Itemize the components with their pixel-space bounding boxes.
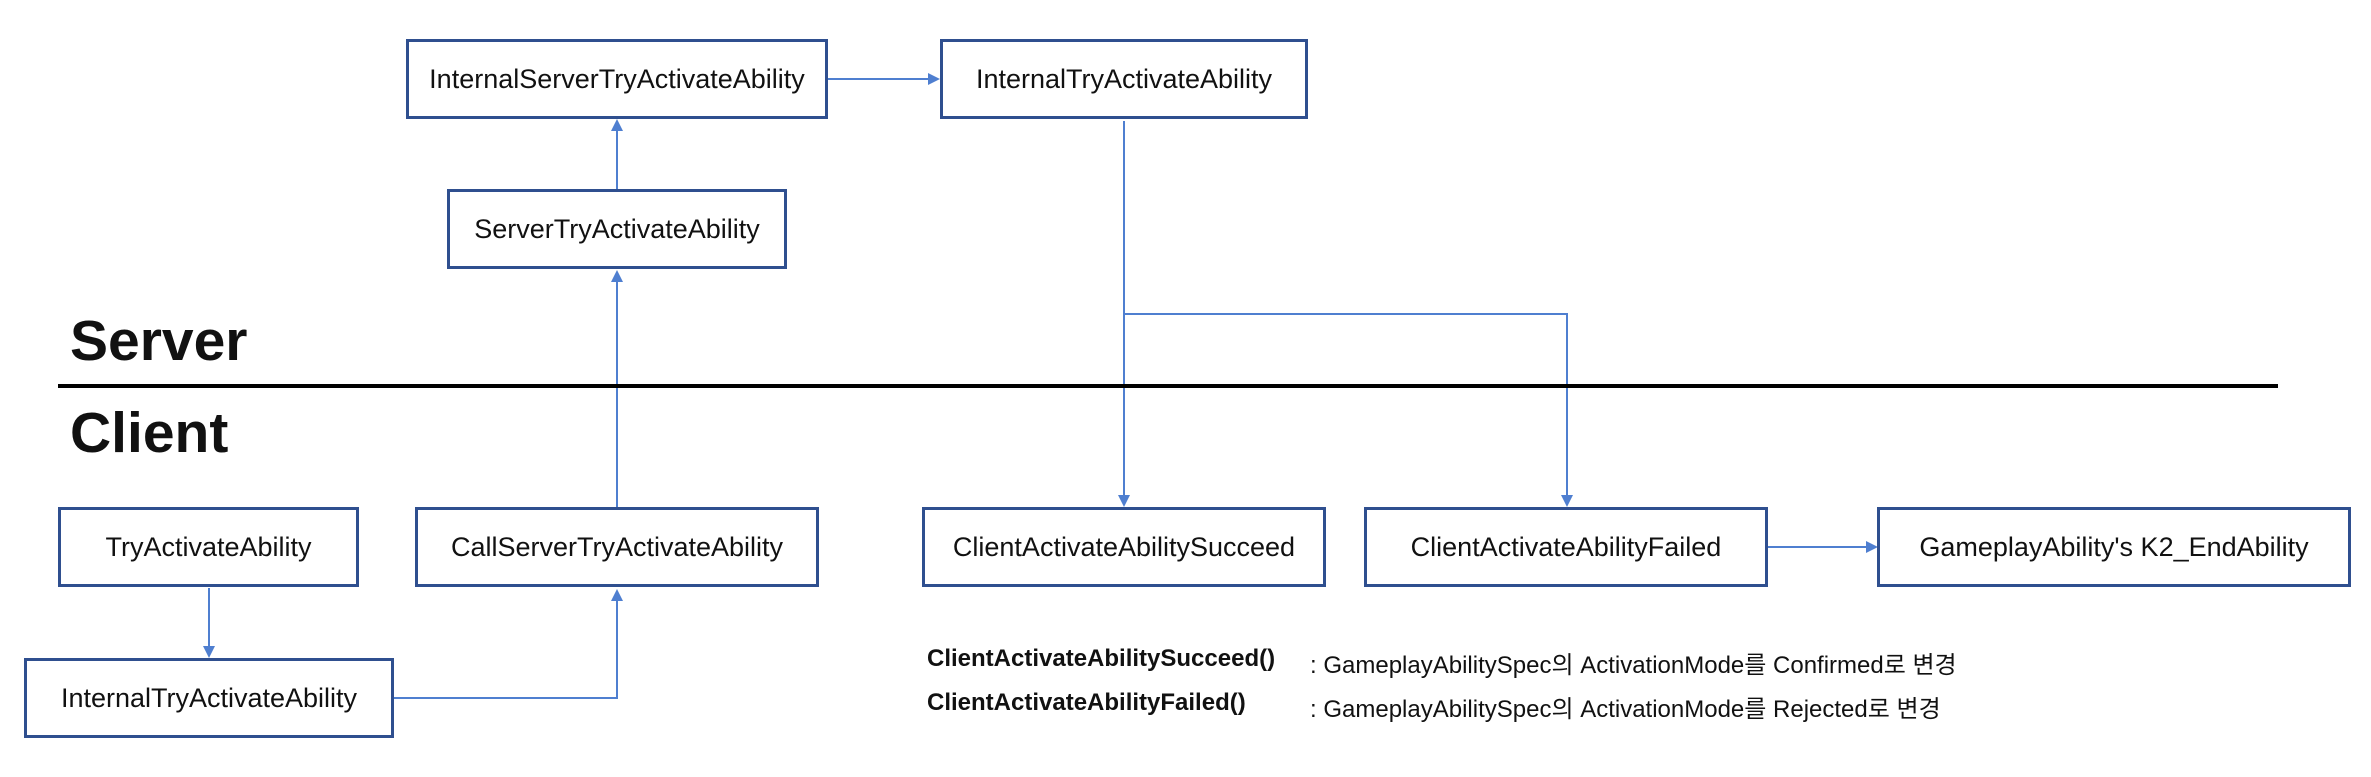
note-succeed-desc: : GameplayAbilitySpec의 ActivationMode를 C… (1310, 652, 1957, 679)
client-activate-ability-succeed-box: ClientActivateAbilitySucceed (922, 507, 1326, 587)
server-try-activate-ability-box: ServerTryActivateAbility (447, 189, 787, 269)
note-failed-desc: : GameplayAbilitySpec의 ActivationMode를 R… (1310, 696, 1941, 723)
note-failed-key: ClientActivateAbilityFailed() (927, 689, 1246, 716)
arrow-internal-to-call-server (394, 589, 623, 699)
call-server-try-activate-ability-box: CallServerTryActivateAbility (415, 507, 819, 587)
internal-try-activate-ability-client-box: InternalTryActivateAbility (24, 658, 394, 738)
client-activate-ability-failed-box: ClientActivateAbilityFailed (1364, 507, 1768, 587)
note-succeed-key: ClientActivateAbilitySucceed() (927, 645, 1276, 672)
try-activate-ability-box: TryActivateAbility (58, 507, 359, 587)
client-label: Client (70, 401, 229, 465)
server-client-divider (58, 384, 2278, 388)
internal-server-try-activate-ability-box: InternalServerTryActivateAbility (406, 39, 828, 119)
internal-try-activate-ability-server-box: InternalTryActivateAbility (940, 39, 1308, 119)
arrow-internal-to-failed (1124, 313, 1573, 507)
gameplay-ability-end-ability-box: GameplayAbility's K2_EndAbility (1877, 507, 2351, 587)
server-label: Server (70, 309, 248, 373)
